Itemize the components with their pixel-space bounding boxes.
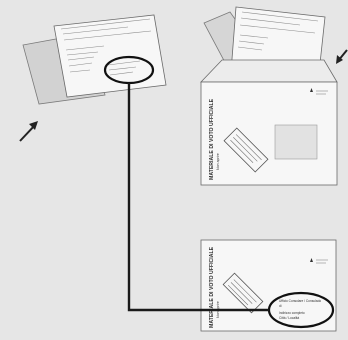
address-line-3: Indirizzo completo [279,311,305,315]
envelope-body-bottom [200,239,337,332]
diagonal-stamp-top [223,127,269,173]
top-right-envelope-group: MATERIALE DI VOTO UFFICIALE Non aprire [200,6,338,186]
official-material-sublabel-top: Non aprire [216,153,220,170]
official-material-label-bottom: MATERIALE DI VOTO UFFICIALE [209,246,215,328]
diagonal-stamp-bottom [222,272,264,314]
arrow-down-left-icon [336,49,348,64]
bottom-right-envelope-group: MATERIALE DI VOTO UFFICIALE Non aprire U… [200,239,337,332]
inserted-letter-lines [237,11,319,51]
letter-sheet [53,14,167,98]
letter-text-lines [60,18,152,76]
official-material-label-top: MATERIALE DI VOTO UFFICIALE [209,98,215,180]
top-left-document-group [22,14,167,105]
address-line-4: Città / Località [279,316,299,320]
address-line-1: Ufficio Consolare / Consulado [279,299,321,303]
envelope-flap [200,59,338,83]
connector-line [127,83,269,312]
address-line-2: di [279,304,282,308]
envelope-window-top [274,124,318,160]
postage-mark-top [310,88,328,95]
postage-mark-bottom [310,258,328,264]
arrow-up-right-icon [19,121,38,142]
